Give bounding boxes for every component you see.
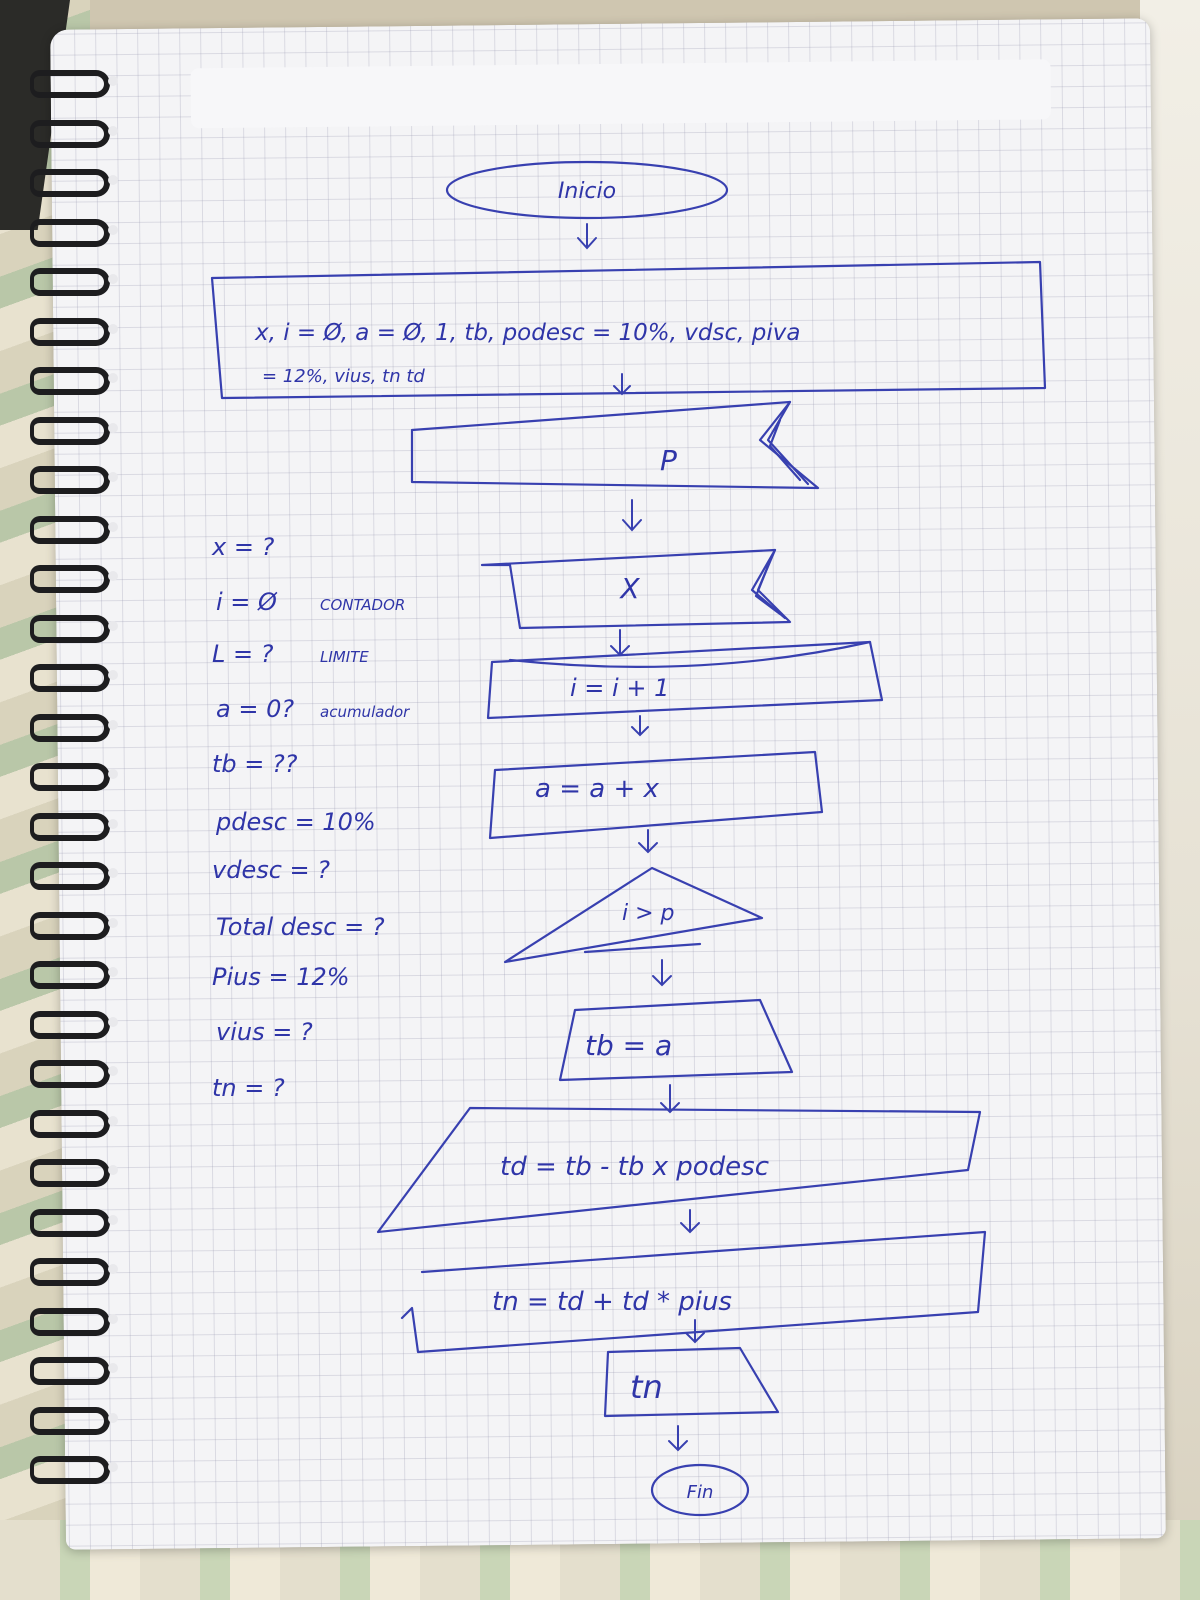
spiral-ring <box>30 1060 118 1088</box>
spiral-ring <box>30 1109 118 1138</box>
spiral-ring <box>30 218 118 247</box>
arrow-2 <box>613 373 631 396</box>
spiral-ring <box>30 119 118 148</box>
variable-list: x = ? i = Ø CONTADOR L = ? LIMITE a = 0? acumu… <box>211 533 410 1102</box>
decision-diamond <box>503 866 764 964</box>
variable-note: CONTADOR <box>320 596 405 614</box>
spiral-ring <box>30 1208 118 1237</box>
spiral-ring <box>30 812 118 841</box>
loop-increment-box <box>486 640 884 720</box>
spiral-ring <box>30 763 118 791</box>
spiral-ring <box>30 169 118 197</box>
start-label: Inicio <box>558 179 616 204</box>
spiral-ring <box>30 1159 118 1187</box>
variable-label: tn = ? <box>212 1074 285 1102</box>
arrow-1 <box>577 223 597 250</box>
arrow-4 <box>610 629 630 657</box>
spiral-ring <box>30 664 118 692</box>
spiral-ring <box>30 268 118 296</box>
output-tn-label: tn <box>630 1368 663 1406</box>
spiral-ring <box>30 961 118 989</box>
end-label: Fin <box>687 1482 714 1503</box>
arrow-5 <box>631 715 649 737</box>
variable-label: vdesc = ? <box>212 856 330 884</box>
arrow-6 <box>638 829 658 854</box>
spiral-ring <box>30 1406 118 1435</box>
spiral-ring <box>30 911 118 940</box>
variable-note: acumulador <box>320 703 410 721</box>
spiral-ring <box>30 70 118 98</box>
read-p-label: P <box>660 444 677 477</box>
read-x-bracket <box>750 548 787 620</box>
spiral-ring <box>30 565 118 593</box>
loop-increment-wave <box>508 640 872 668</box>
output-tn-box <box>603 1346 780 1418</box>
variable-label: Total desc = ? <box>216 913 385 941</box>
variable-note: LIMITE <box>320 648 369 666</box>
arrow-9 <box>680 1209 700 1234</box>
spiral-ring <box>30 1307 118 1336</box>
accumulate-box <box>488 750 824 840</box>
spiral-ring <box>30 367 118 395</box>
read-x-label: X <box>618 572 640 605</box>
variable-label: tb = ?? <box>212 750 298 778</box>
spiral-ring <box>30 317 118 346</box>
compute-tn-box <box>400 1230 987 1354</box>
spiral-ring <box>30 515 118 544</box>
arrow-8 <box>660 1084 680 1114</box>
spiral-ring <box>30 614 118 643</box>
read-p-bracket <box>766 400 810 486</box>
variable-label: pdesc = 10% <box>215 808 376 836</box>
read-p-box <box>410 400 820 490</box>
variable-label: L = ? <box>212 640 274 668</box>
assign-tb-label: tb = a <box>585 1029 672 1062</box>
end-terminator <box>650 1463 750 1517</box>
loop-increment-label: i = i + 1 <box>570 674 669 702</box>
arrow-11 <box>668 1425 688 1452</box>
arrow-7 <box>652 959 672 987</box>
assign-tb-box <box>558 998 794 1082</box>
spiral-ring <box>30 416 118 445</box>
accumulate-label: a = a + x <box>535 774 659 804</box>
variable-label: vius = ? <box>216 1018 313 1046</box>
spiral-binding <box>30 70 118 1510</box>
decision-label: i > p <box>622 901 675 926</box>
spiral-ring <box>30 862 118 890</box>
declarations-box <box>210 260 1047 400</box>
spiral-ring <box>30 1010 118 1039</box>
compute-td-label: td = tb - tb x podesc <box>500 1152 769 1182</box>
spiral-ring <box>30 1357 118 1385</box>
variable-label: Pius = 12% <box>212 963 350 991</box>
variable-label: x = ? <box>211 533 275 561</box>
arrow-3 <box>622 499 642 532</box>
spiral-ring <box>30 713 118 742</box>
decision-inner-line <box>583 942 702 954</box>
declarations-line-1: x, i = Ø, a = Ø, 1, tb, podesc = 10%, vd… <box>254 320 800 346</box>
declarations-line-2: = 12%, vius, tn td <box>262 366 425 387</box>
arrow-10 <box>685 1319 705 1344</box>
compute-td-box <box>376 1106 982 1234</box>
variable-label: i = Ø <box>216 588 278 616</box>
spiral-ring <box>30 1456 118 1484</box>
start-terminator <box>445 160 729 220</box>
spiral-ring <box>30 1258 118 1286</box>
variable-label: a = 0? <box>216 695 294 723</box>
compute-tn-label: tn = td + td * pius <box>492 1287 732 1317</box>
spiral-ring <box>30 466 118 494</box>
